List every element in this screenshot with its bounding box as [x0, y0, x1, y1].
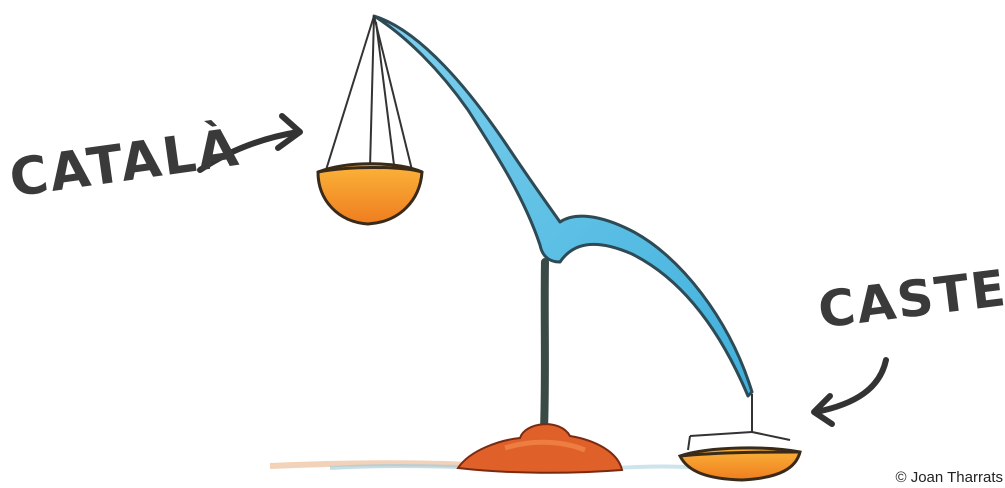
- right-pan: [680, 448, 800, 480]
- right-pan-strings: [688, 394, 790, 450]
- left-pan-strings: [326, 16, 412, 170]
- copyright-credit: © Joan Tharrats: [896, 469, 1004, 486]
- balance-beam: [374, 16, 752, 396]
- left-pan: [318, 164, 422, 224]
- stand-base: [458, 424, 622, 473]
- stand-pole: [544, 262, 545, 430]
- right-arrow-icon: [814, 360, 886, 424]
